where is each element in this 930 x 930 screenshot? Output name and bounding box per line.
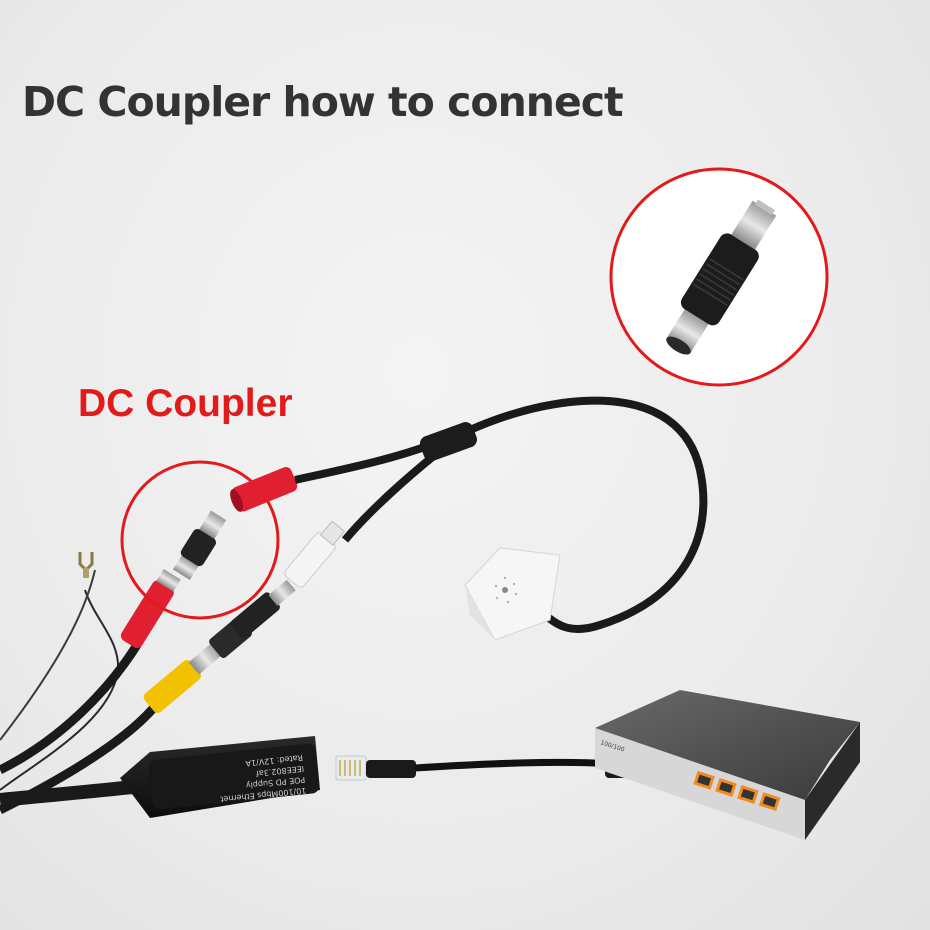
black-rca-plug [230,579,296,639]
callout-circle [120,460,280,620]
cable-upper [294,441,432,484]
cable-loop [468,396,708,633]
rj45-plug-left [335,755,416,781]
spade-terminal-icon [78,552,94,578]
poe-module: 10/100Mbps Ethernet POE PD Supply IEEE80… [120,736,320,818]
red-dc-jack [230,467,298,512]
white-rca-plug [284,520,346,588]
dc-coupler-large-icon [666,199,777,355]
cable-white [341,451,438,543]
page-title: DC Coupler how to connect [22,78,624,126]
red-dc-plug [120,569,181,649]
network-switch: 100/100 [595,690,860,840]
dc-coupler-callout-label: DC Coupler [78,382,293,425]
power-lead-wire-2 [0,569,96,741]
switch-ports [693,770,781,812]
ethernet-cable [414,758,611,772]
cable-red [0,637,144,775]
coupler-zoom-inset [609,167,829,387]
dc-coupler-small [172,510,227,580]
cable-splitter [419,422,477,462]
microphone-box [464,547,561,641]
